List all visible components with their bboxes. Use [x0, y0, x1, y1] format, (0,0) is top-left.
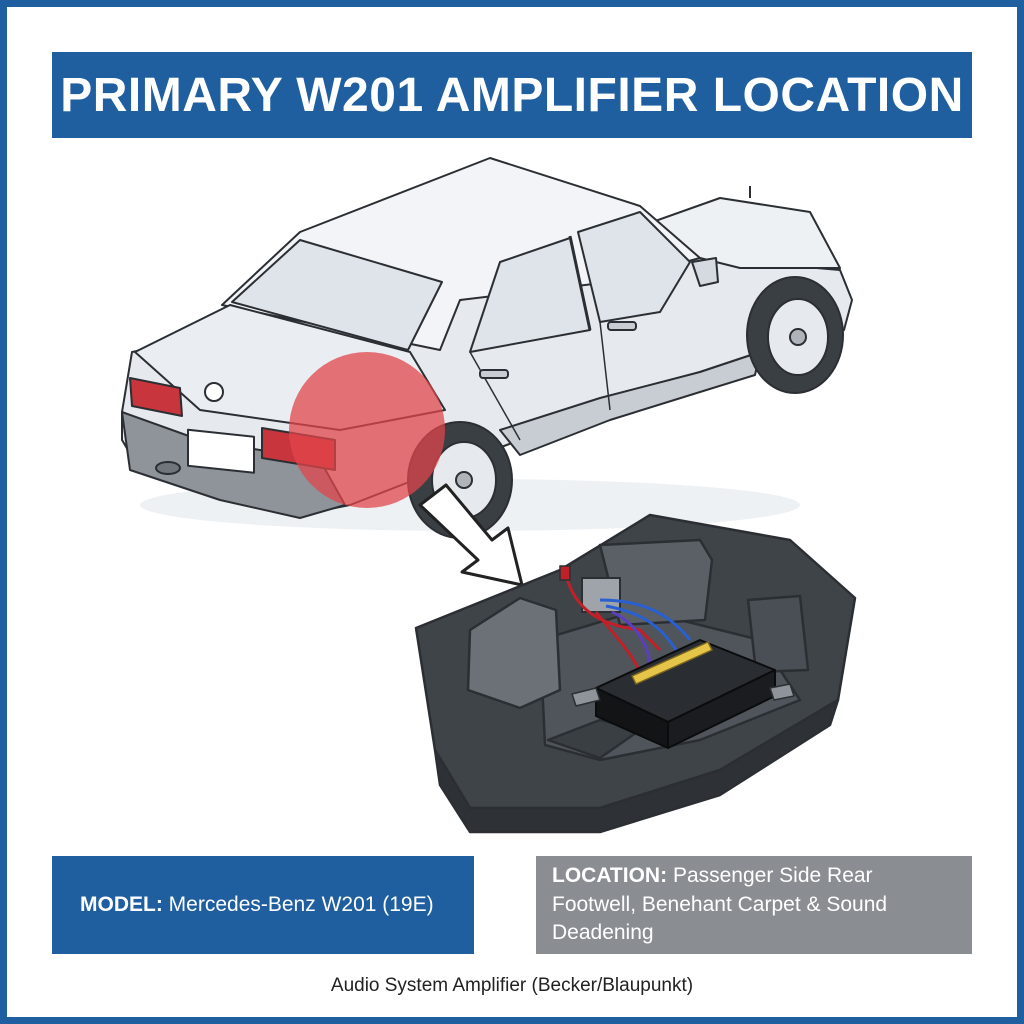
title-banner: PRIMARY W201 AMPLIFIER LOCATION	[52, 52, 972, 138]
amplifier-box	[571, 639, 795, 749]
pointer-arrow	[418, 483, 524, 587]
wiring-harness	[559, 565, 692, 673]
sedan-illustration	[121, 157, 853, 539]
model-text: MODEL: Mercedes-Benz W201 (19E)	[80, 893, 434, 917]
location-text: LOCATION: Passenger Side Rear Footwell, …	[552, 862, 956, 947]
illustration	[121, 157, 857, 834]
highlight-circle	[289, 352, 445, 508]
location-info-box: LOCATION: Passenger Side Rear Footwell, …	[536, 856, 972, 954]
model-value: Mercedes-Benz W201 (19E)	[168, 893, 434, 916]
location-value: Passenger Side Rear Footwell, Benehant C…	[552, 864, 888, 945]
page-title: PRIMARY W201 AMPLIFIER LOCATION	[60, 68, 964, 122]
location-label: LOCATION:	[552, 864, 668, 888]
model-label: MODEL:	[80, 893, 163, 916]
caption: Audio System Amplifier (Becker/Blaupunkt…	[330, 975, 694, 996]
model-info-box: MODEL: Mercedes-Benz W201 (19E)	[52, 856, 474, 954]
